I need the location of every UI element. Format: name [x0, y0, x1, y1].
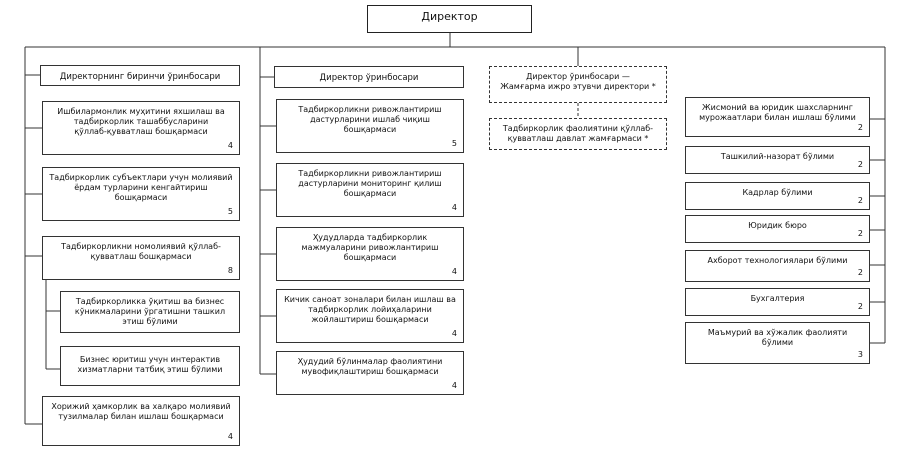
director-box: Директор: [367, 5, 532, 33]
state-fund-box: Тадбиркорлик фаолиятини қўллаб- қувватла…: [489, 118, 667, 150]
unit-name: Юридик бюро: [748, 221, 807, 230]
staff-count: 2: [857, 123, 863, 132]
unit-box: Кичик саноат зоналари билан ишлаш ва тад…: [276, 289, 464, 343]
unit-name: Ишбилармонлик муҳитини яхшилаш ва тадбир…: [57, 107, 225, 136]
staff-count: 2: [857, 268, 863, 277]
unit-name: Жисмоний ва юридик шахсларнинг мурожаатл…: [699, 103, 856, 122]
first-deputy-label: Директорнинг биринчи ўринбосари: [59, 72, 221, 82]
fund-director-label: Директор ўринбосари — Жамғарма ижро этув…: [500, 72, 656, 91]
unit-name: Тадбиркорлик субъектлари учун молиявий ё…: [49, 173, 233, 202]
unit-name: Кадрлар бўлими: [742, 188, 813, 197]
unit-box: Маъмурий ва хўжалик фаолияти бўлими 3: [685, 322, 870, 364]
fund-director-box: Директор ўринбосари — Жамғарма ижро этув…: [489, 66, 667, 103]
staff-count: 5: [451, 139, 457, 148]
unit-box: Ахборот технологиялари бўлими 2: [685, 250, 870, 282]
unit-box: Ишбилармонлик муҳитини яхшилаш ва тадбир…: [42, 101, 240, 155]
unit-name: Ҳудудларда тадбиркорлик мажмуаларини рив…: [301, 233, 439, 262]
unit-name: Тадбиркорликни ривожлантириш дастурларин…: [298, 105, 442, 134]
staff-count: 4: [451, 381, 457, 390]
sub-unit-name: Бизнес юритиш учун интерактив хизматларн…: [77, 355, 223, 374]
unit-box: Хорижий ҳамкорлик ва халқаро молиявий ту…: [42, 396, 240, 446]
staff-count: 4: [451, 267, 457, 276]
unit-name: Ҳудудий бўлинмалар фаолиятини мувофиқлаш…: [297, 357, 443, 376]
director-label: Директор: [421, 10, 478, 23]
staff-count: 2: [857, 229, 863, 238]
staff-count: 8: [227, 266, 233, 275]
unit-name: Маъмурий ва хўжалик фаолияти бўлими: [707, 328, 848, 347]
state-fund-label: Тадбиркорлик фаолиятини қўллаб- қувватла…: [502, 124, 654, 143]
staff-count: 4: [451, 329, 457, 338]
sub-unit-box: Тадбиркорликка ўқитиш ва бизнес кўникмал…: [60, 291, 240, 333]
staff-count: 2: [857, 196, 863, 205]
unit-box: Юридик бюро 2: [685, 215, 870, 243]
unit-name: Ахборот технологиялари бўлими: [707, 256, 848, 265]
unit-name: Кичик саноат зоналари билан ишлаш ва тад…: [284, 295, 456, 324]
staff-count: 3: [857, 350, 863, 359]
unit-box: Ҳудудий бўлинмалар фаолиятини мувофиқлаш…: [276, 351, 464, 395]
unit-box: Тадбиркорликни ривожлантириш дастурларин…: [276, 163, 464, 217]
staff-count: 4: [227, 141, 233, 150]
staff-count: 4: [227, 432, 233, 441]
unit-name: Хорижий ҳамкорлик ва халқаро молиявий ту…: [51, 402, 231, 421]
unit-name: Тадбиркорликни номолиявий қўллаб- қувват…: [61, 242, 221, 261]
unit-name: Тадбиркорликни ривожлантириш дастурларин…: [298, 169, 442, 198]
unit-box: Ҳудудларда тадбиркорлик мажмуаларини рив…: [276, 227, 464, 281]
sub-unit-name: Тадбиркорликка ўқитиш ва бизнес кўникмал…: [74, 297, 226, 326]
unit-name: Бухгалтерия: [750, 294, 805, 303]
staff-count: 2: [857, 160, 863, 169]
deputy-director-box: Директор ўринбосари: [274, 66, 464, 88]
unit-box: Тадбиркорликни номолиявий қўллаб- қувват…: [42, 236, 240, 280]
unit-box: Тадбиркорлик субъектлари учун молиявий ё…: [42, 167, 240, 221]
unit-box: Кадрлар бўлими 2: [685, 182, 870, 210]
unit-box: Ташкилий-назорат бўлими 2: [685, 146, 870, 174]
unit-name: Ташкилий-назорат бўлими: [720, 152, 835, 161]
unit-box: Тадбиркорликни ривожлантириш дастурларин…: [276, 99, 464, 153]
unit-box: Жисмоний ва юридик шахсларнинг мурожаатл…: [685, 97, 870, 137]
deputy-director-label: Директор ўринбосари: [319, 73, 419, 83]
first-deputy-box: Директорнинг биринчи ўринбосари: [40, 65, 240, 86]
sub-unit-box: Бизнес юритиш учун интерактив хизматларн…: [60, 346, 240, 386]
staff-count: 5: [227, 207, 233, 216]
staff-count: 4: [451, 203, 457, 212]
staff-count: 2: [857, 302, 863, 311]
unit-box: Бухгалтерия 2: [685, 288, 870, 316]
